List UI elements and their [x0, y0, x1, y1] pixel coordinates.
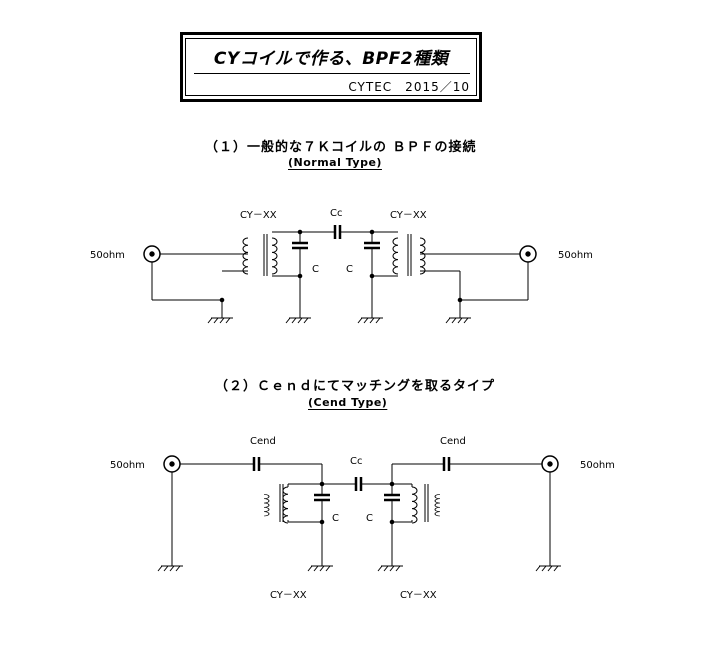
- label-c-right: C: [366, 513, 373, 524]
- right-transformer: [411, 484, 441, 524]
- label-coil-right: CY－XX: [400, 590, 437, 601]
- title-inner-frame: [185, 38, 477, 96]
- label-cc: Cc: [350, 456, 362, 467]
- label-port-right: 50ohm: [558, 250, 593, 261]
- right-bnc-connector: [519, 245, 537, 263]
- section1-subheading: (Normal Type): [288, 156, 382, 169]
- title-frame: [180, 32, 482, 102]
- label-coil-right: CY－XX: [390, 210, 427, 221]
- label-port-left: 50ohm: [110, 460, 145, 471]
- label-port-right: 50ohm: [580, 460, 615, 471]
- section2-subheading: (Cend Type): [308, 396, 388, 409]
- normal-type-circuit: [143, 225, 537, 324]
- left-transformer: [263, 484, 289, 524]
- label-c-left: C: [332, 513, 339, 524]
- page-title: CYコイルで作る、BPF2種類: [213, 49, 449, 69]
- label-c-left: C: [312, 264, 319, 275]
- label-cc: Cc: [330, 208, 342, 219]
- section2-heading: （２）Ｃｅｎｄにてマッチングを取るタイプ: [215, 379, 496, 394]
- section1-heading: （１）一般的な７Ｋコイルの ＢＰＦの接続: [205, 140, 477, 155]
- left-transformer: [242, 234, 278, 276]
- title-divider: [194, 73, 470, 74]
- label-port-left: 50ohm: [90, 250, 125, 261]
- title-credit: CYTEC 2015／10: [348, 80, 470, 94]
- label-cend-right: Cend: [440, 436, 466, 447]
- right-transformer: [392, 234, 426, 276]
- right-bnc-connector: [541, 455, 559, 473]
- cend-type-circuit: [157, 455, 562, 572]
- label-coil-left: CY－XX: [270, 590, 307, 601]
- left-bnc-connector: [143, 245, 161, 263]
- label-cend-left: Cend: [250, 436, 276, 447]
- label-c-right: C: [346, 264, 353, 275]
- left-bnc-connector: [163, 455, 181, 473]
- ground-symbol: [207, 317, 234, 324]
- label-coil-left: CY－XX: [240, 210, 277, 221]
